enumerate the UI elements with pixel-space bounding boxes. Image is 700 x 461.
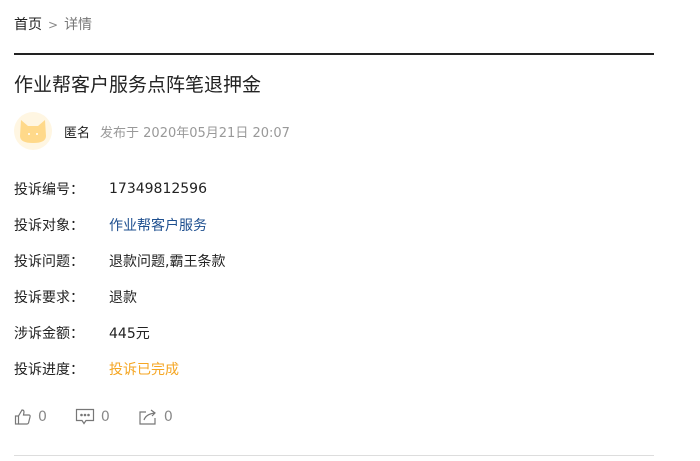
divider <box>14 53 654 55</box>
field-label: 投诉问题： <box>14 254 84 270</box>
field-label: 投诉对象： <box>14 218 84 234</box>
avatar <box>14 112 52 150</box>
share-count: 0 <box>163 409 173 425</box>
field-row: 投诉要求： 退款 <box>14 279 225 315</box>
field-row: 投诉进度： 投诉已完成 <box>14 351 225 387</box>
field-label: 投诉进度： <box>14 362 84 378</box>
breadcrumb: 首页 > 详情 <box>14 14 92 34</box>
breadcrumb-current: 详情 <box>64 17 93 33</box>
status-value: 投诉已完成 <box>109 362 179 378</box>
comment-count: 0 <box>100 409 110 425</box>
divider <box>14 455 654 456</box>
author-name: 匿名 <box>64 125 91 141</box>
publish-date: 发布于 2020年05月21日 20:07 <box>100 125 290 141</box>
complaint-details: 投诉编号： 17349812596 投诉对象： 作业帮客户服务 投诉问题： 退款问题,… <box>14 171 225 387</box>
field-label: 投诉编号： <box>14 182 84 198</box>
field-row: 涉诉金额： 445元 <box>14 315 225 351</box>
like-button[interactable]: 0 <box>14 408 47 426</box>
complaint-target-link[interactable]: 作业帮客户服务 <box>109 218 207 234</box>
field-value: 17349812596 <box>109 181 207 197</box>
field-row: 投诉编号： 17349812596 <box>14 171 225 207</box>
breadcrumb-separator: > <box>48 18 59 32</box>
like-count: 0 <box>38 409 47 425</box>
action-bar: 0 0 0 <box>14 408 173 426</box>
thumbs-up-icon <box>14 409 31 425</box>
field-row: 投诉问题： 退款问题,霸王条款 <box>14 243 225 279</box>
breadcrumb-home[interactable]: 首页 <box>14 17 42 33</box>
share-icon <box>139 409 156 425</box>
cat-avatar-icon <box>20 120 46 143</box>
field-value: 退款 <box>109 290 137 306</box>
author-meta: 匿名 发布于 2020年05月21日 20:07 <box>14 112 290 150</box>
field-value: 退款问题,霸王条款 <box>109 254 226 270</box>
field-label: 投诉要求： <box>14 290 84 306</box>
share-button[interactable]: 0 <box>138 408 173 426</box>
field-value: 445元 <box>109 326 150 342</box>
comment-icon <box>75 408 95 425</box>
comment-button[interactable]: 0 <box>75 408 110 426</box>
field-row: 投诉对象： 作业帮客户服务 <box>14 207 225 243</box>
page-title: 作业帮客户服务点阵笔退押金 <box>14 74 262 96</box>
field-label: 涉诉金额： <box>14 326 84 342</box>
